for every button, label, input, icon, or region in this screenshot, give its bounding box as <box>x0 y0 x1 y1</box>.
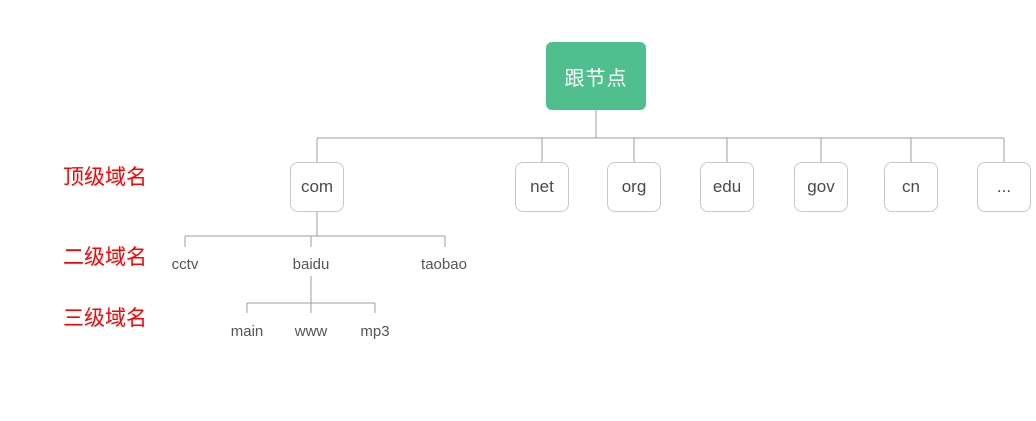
tld-node-ellipsis: ... <box>977 162 1031 212</box>
tld-label: ... <box>996 177 1012 196</box>
second-level-taobao: taobao <box>421 256 467 273</box>
root-node-label: 跟节点 <box>564 67 628 90</box>
tld-node-gov: gov <box>794 162 848 212</box>
tld-label: edu <box>712 177 742 196</box>
tld-node-net: net <box>515 162 569 212</box>
tld-node-cn: cn <box>884 162 938 212</box>
tld-node-edu: edu <box>700 162 754 212</box>
tld-label: org <box>621 177 647 196</box>
second-level-baidu: baidu <box>292 256 330 273</box>
third-level-main: main <box>230 323 264 340</box>
third-level-mp3: mp3 <box>360 323 390 340</box>
tld-node-com: com <box>290 162 344 212</box>
tld-label: cn <box>902 177 920 196</box>
tld-label: net <box>530 177 554 196</box>
root-node: 跟节点 <box>546 42 646 110</box>
tld-label: gov <box>807 177 835 196</box>
tld-label: com <box>300 177 334 196</box>
level-label-top: 顶级域名 <box>63 166 147 189</box>
third-level-www: www <box>294 323 328 340</box>
level-label-third: 三级域名 <box>63 307 147 330</box>
second-level-cctv: cctv <box>171 256 199 273</box>
level-label-second: 二级域名 <box>63 246 147 269</box>
tld-node-org: org <box>607 162 661 212</box>
